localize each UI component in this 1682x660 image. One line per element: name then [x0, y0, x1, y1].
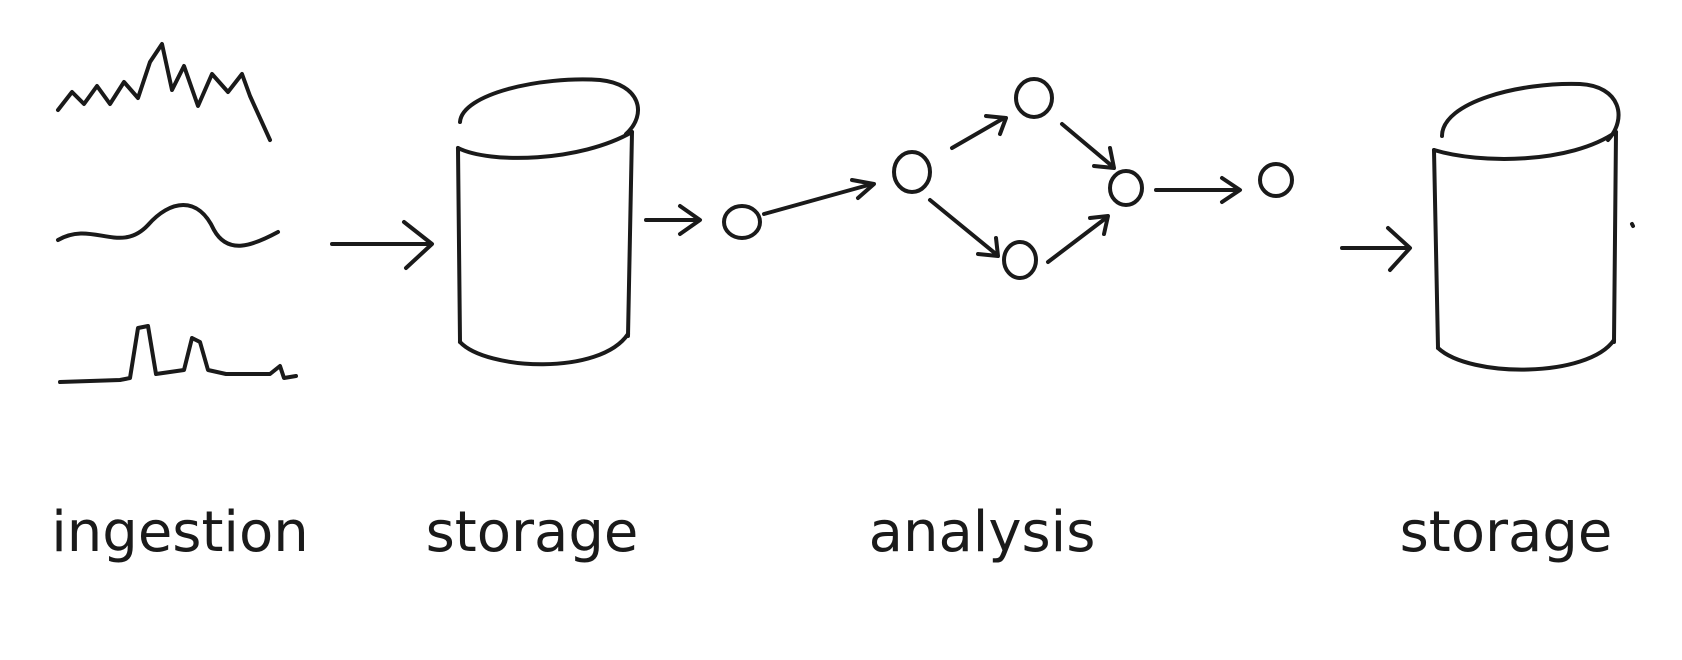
graph-edge: [928, 198, 998, 256]
graph-node: [1002, 240, 1038, 280]
arrow-analysis-to-storage: [1340, 226, 1412, 272]
arrow-ingestion-to-storage: [330, 220, 434, 270]
noisy-signal: [56, 42, 272, 142]
graph-edge: [1046, 216, 1108, 264]
ingestion-signals: [56, 42, 298, 384]
storage-cylinder-1: [456, 77, 640, 367]
graph-node: [1108, 169, 1144, 207]
stage-label-storage-final: storage: [1399, 500, 1613, 565]
analysis-graph: [722, 77, 1294, 280]
graph-node: [892, 150, 932, 194]
sine-signal: [56, 203, 280, 248]
graph-node: [1258, 162, 1294, 198]
stage-label-analysis: analysis: [868, 500, 1096, 565]
arrow-storage-to-analysis: [644, 204, 702, 236]
pulse-signal: [58, 324, 298, 384]
graph-node: [722, 204, 762, 240]
graph-node: [1014, 77, 1054, 119]
storage-cylinder-2: [1432, 81, 1635, 372]
graph-edge: [1060, 122, 1114, 168]
graph-edge: [950, 116, 1006, 150]
stage-label-storage: storage: [425, 500, 639, 565]
graph-edge: [762, 182, 874, 216]
stage-label-ingestion: ingestion: [51, 500, 309, 565]
